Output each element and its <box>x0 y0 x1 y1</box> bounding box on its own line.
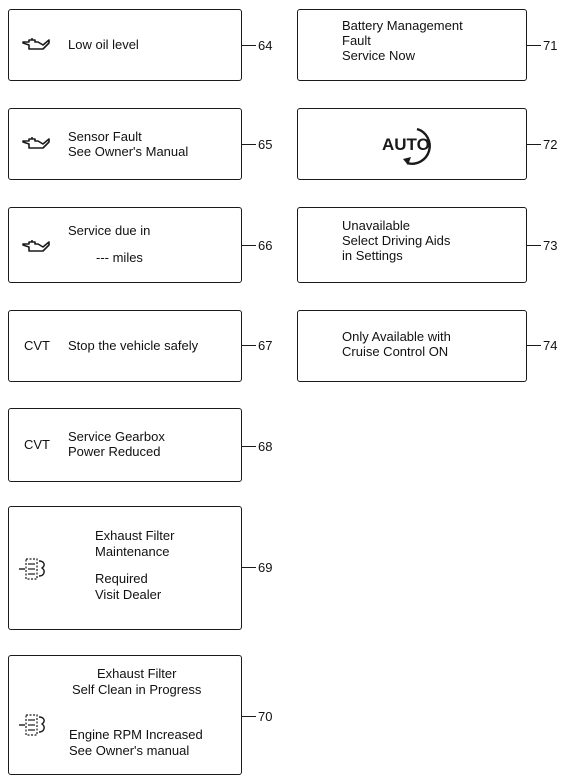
panel-73-line-3: in Settings <box>342 248 403 263</box>
exhaust-filter-icon <box>19 714 45 736</box>
panel-71-line-3: Service Now <box>342 48 415 63</box>
auto-start-stop-icon: AUTO <box>382 127 431 165</box>
leader-line-71 <box>527 45 541 46</box>
leader-line-69 <box>242 567 256 568</box>
message-panel-73: Unavailable Select Driving Aids in Setti… <box>297 207 527 283</box>
message-panel-71: Battery Management Fault Service Now <box>297 9 527 81</box>
message-panel-66: Service due in --- miles <box>8 207 242 283</box>
panel-65-line-1: Sensor Fault <box>68 129 142 144</box>
callout-number-64: 64 <box>258 38 273 53</box>
callout-number-72: 72 <box>543 137 558 152</box>
leader-line-73 <box>527 245 541 246</box>
callout-number-71: 71 <box>543 38 558 53</box>
message-panel-67: CVT Stop the vehicle safely <box>8 310 242 382</box>
panel-64-line-1: Low oil level <box>68 37 139 52</box>
leader-line-64 <box>242 45 256 46</box>
panel-68-line-1: Service Gearbox <box>68 429 165 444</box>
exhaust-filter-icon <box>19 558 45 580</box>
callout-number-68: 68 <box>258 439 273 454</box>
leader-line-65 <box>242 144 256 145</box>
leader-line-70 <box>242 716 256 717</box>
panel-69-line-4: Visit Dealer <box>95 587 162 602</box>
panel-74-line-1: Only Available with <box>342 329 451 344</box>
message-panel-72: AUTO <box>297 108 527 180</box>
panel-71-line-2: Fault <box>342 33 371 48</box>
callout-number-65: 65 <box>258 137 273 152</box>
panel-67-line-1: Stop the vehicle safely <box>68 338 199 353</box>
panel-68-line-2: Power Reduced <box>68 444 161 459</box>
leader-line-68 <box>242 446 256 447</box>
auto-label: AUTO <box>382 135 430 154</box>
panel-70-line-1: Exhaust Filter <box>97 666 177 681</box>
panel-73-line-2: Select Driving Aids <box>342 233 451 248</box>
panel-69-line-2: Maintenance <box>95 544 170 559</box>
panel-69-line-1: Exhaust Filter <box>95 528 175 543</box>
panel-70-line-4: See Owner's manual <box>69 743 190 758</box>
panel-65-line-2: See Owner's Manual <box>68 144 189 159</box>
message-panel-70: Exhaust Filter Self Clean in Progress En… <box>8 655 242 775</box>
message-panel-68: CVT Service Gearbox Power Reduced <box>8 408 242 482</box>
message-panel-64: Low oil level <box>8 9 242 81</box>
panel-66-line-2: --- miles <box>96 250 143 265</box>
oil-can-icon <box>22 240 50 252</box>
leader-line-67 <box>242 345 256 346</box>
message-panel-74: Only Available with Cruise Control ON <box>297 310 527 382</box>
oil-can-icon <box>22 38 50 50</box>
cvt-icon: CVT <box>24 338 50 353</box>
callout-number-73: 73 <box>543 238 558 253</box>
callout-number-69: 69 <box>258 560 273 575</box>
callout-number-74: 74 <box>543 338 558 353</box>
cvt-icon: CVT <box>24 437 50 452</box>
message-panel-69: Exhaust Filter Maintenance Required Visi… <box>8 506 242 630</box>
panel-69-line-3: Required <box>95 571 148 586</box>
panel-66-line-1: Service due in <box>68 223 151 238</box>
panel-70-line-3: Engine RPM Increased <box>69 727 203 742</box>
panel-71-line-1: Battery Management <box>342 18 463 33</box>
oil-can-icon <box>22 137 50 149</box>
callout-number-70: 70 <box>258 709 273 724</box>
panel-74-line-2: Cruise Control ON <box>342 344 449 359</box>
callout-number-67: 67 <box>258 338 273 353</box>
leader-line-66 <box>242 245 256 246</box>
panel-70-line-2: Self Clean in Progress <box>72 682 202 697</box>
message-panel-65: Sensor Fault See Owner's Manual <box>8 108 242 180</box>
leader-line-74 <box>527 345 541 346</box>
leader-line-72 <box>527 144 541 145</box>
panel-73-line-1: Unavailable <box>342 218 410 233</box>
callout-number-66: 66 <box>258 238 273 253</box>
